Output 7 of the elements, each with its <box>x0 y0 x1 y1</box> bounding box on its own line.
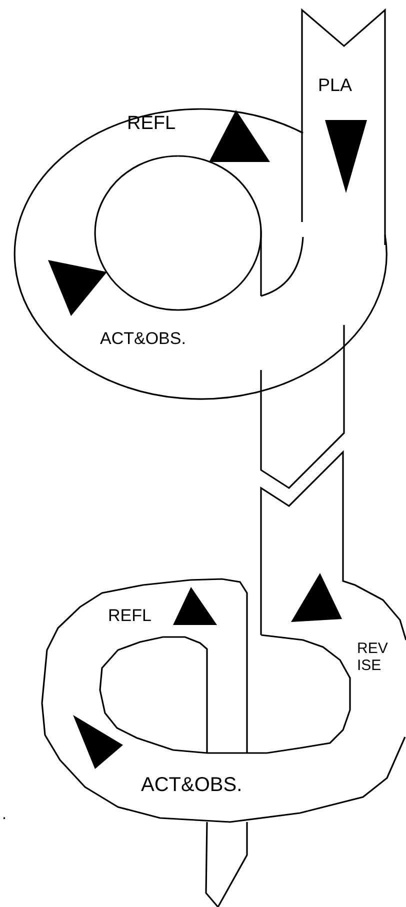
stage-label: ACT&OBS. <box>141 774 242 796</box>
period-mark: . <box>2 806 6 824</box>
stage-label: ACT&OBS. <box>100 330 186 349</box>
stage-label: REV ISE <box>357 641 389 674</box>
stage-label: REFL <box>127 114 176 135</box>
stage-label: PLA <box>318 76 352 96</box>
stage-label: REFL <box>108 607 152 626</box>
